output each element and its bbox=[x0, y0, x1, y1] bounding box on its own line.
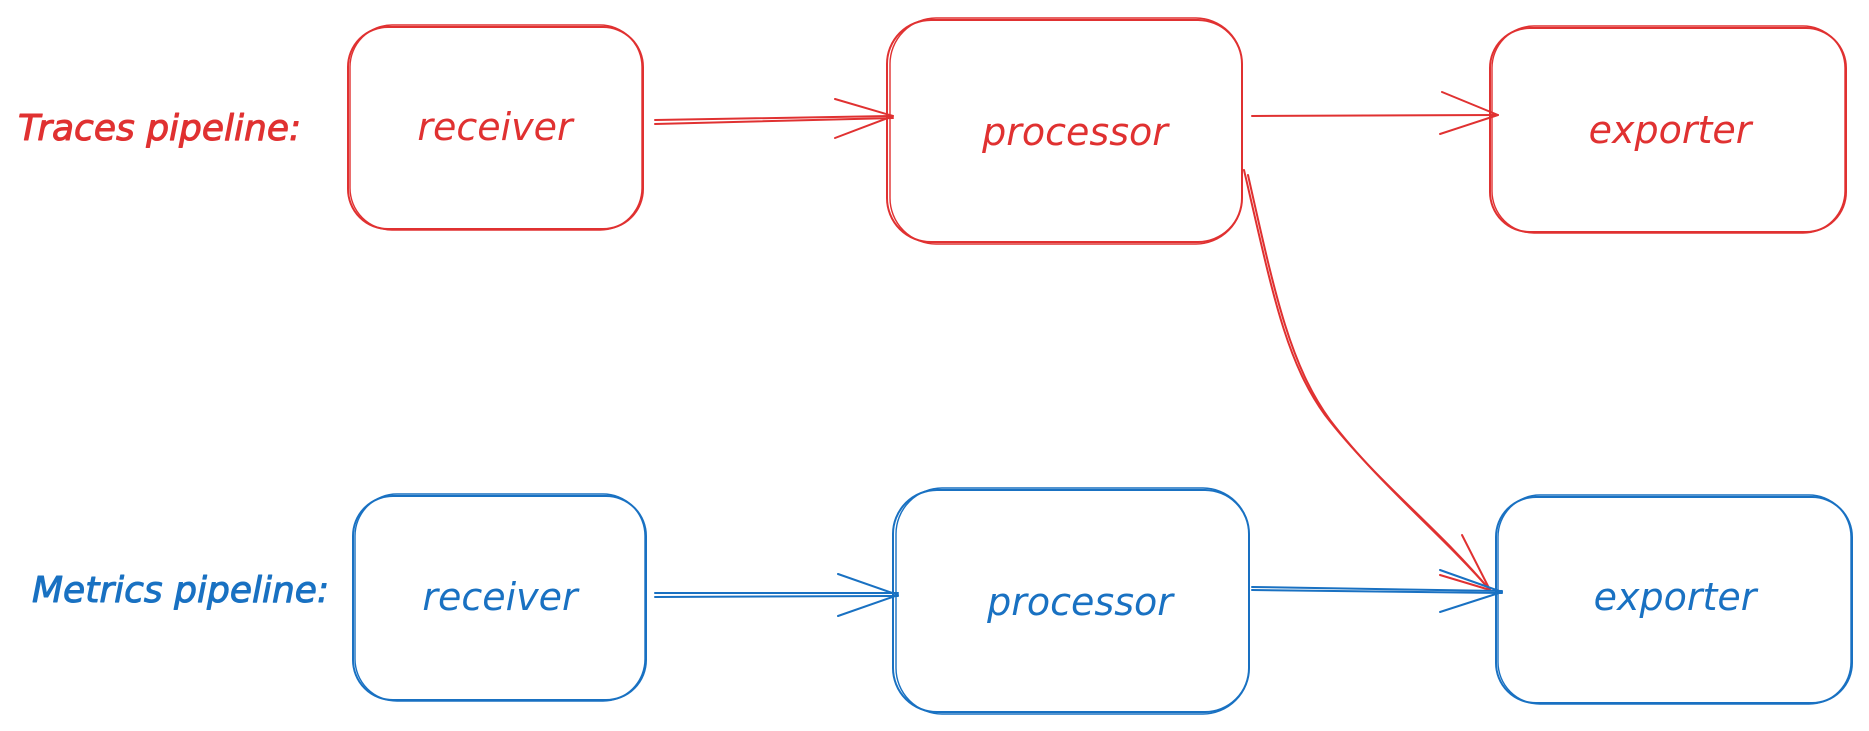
metrics-receiver-label: receiver bbox=[422, 575, 580, 619]
traces-receiver-box: receiver bbox=[347, 24, 644, 231]
traces-pipeline-label: Traces pipeline: bbox=[18, 108, 301, 149]
metrics-exporter-box: exporter bbox=[1495, 494, 1853, 705]
traces-processor-label: processor bbox=[981, 110, 1170, 154]
metrics-receiver-box: receiver bbox=[352, 493, 647, 702]
metrics-receiver-to-processor-arrow bbox=[654, 573, 899, 617]
metrics-exporter-label: exporter bbox=[1594, 575, 1759, 619]
traces-pipeline: Traces pipeline: receiver processor expo… bbox=[18, 17, 1847, 591]
traces-exporter-label: exporter bbox=[1589, 108, 1754, 152]
metrics-processor-box: processor bbox=[892, 487, 1250, 715]
traces-receiver-to-processor-arrow bbox=[654, 98, 894, 139]
traces-exporter-box: exporter bbox=[1489, 25, 1847, 234]
traces-processor-to-exporter-arrow bbox=[1251, 91, 1499, 135]
metrics-pipeline: Metrics pipeline: receiver processor exp… bbox=[32, 487, 1853, 715]
traces-processor-box: processor bbox=[886, 17, 1243, 245]
traces-processor-to-metrics-exporter-arrow bbox=[1243, 169, 1491, 591]
metrics-pipeline-label: Metrics pipeline: bbox=[32, 570, 329, 611]
metrics-processor-to-exporter-arrow bbox=[1251, 569, 1503, 613]
metrics-processor-label: processor bbox=[986, 580, 1175, 624]
traces-receiver-label: receiver bbox=[417, 105, 575, 149]
